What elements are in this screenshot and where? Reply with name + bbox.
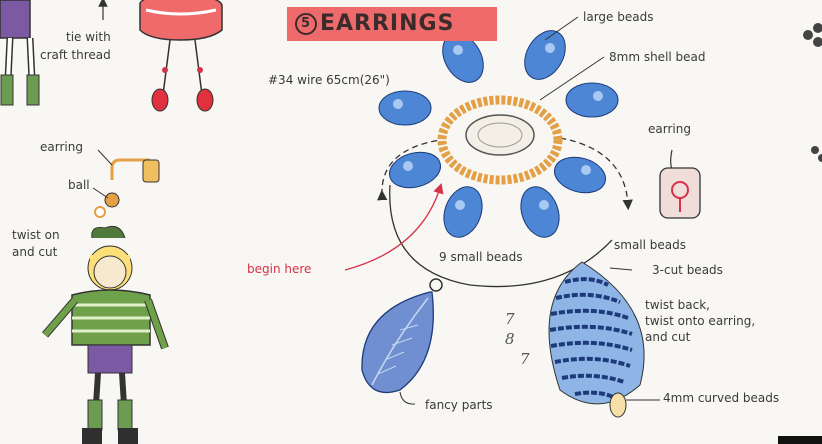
red-tassel-drawing xyxy=(140,0,222,111)
shell-bead xyxy=(466,115,534,155)
label-3-cut-beads: 3-cut beads xyxy=(652,263,723,277)
row-count-3: 7 xyxy=(520,350,530,368)
label-begin-here: begin here xyxy=(247,262,311,276)
label-shell-bead: 8mm shell bead xyxy=(609,50,706,64)
label-earring-left: earring xyxy=(40,140,83,154)
label-twist-onto: twist onto earring, xyxy=(645,314,755,328)
label-craft-thread: craft thread xyxy=(40,48,111,62)
label-earring-right: earring xyxy=(648,122,691,136)
label-and-cut-2: and cut xyxy=(645,330,690,344)
label-ball: ball xyxy=(68,178,90,192)
label-fancy-parts: fancy parts xyxy=(425,398,493,412)
row-count-2: 8 xyxy=(505,330,515,348)
label-twist-back: twist back, xyxy=(645,298,710,312)
label-tie-with: tie with xyxy=(66,30,111,44)
section-title: 5 EARRINGS xyxy=(287,7,497,41)
earring-ball-drawing xyxy=(93,150,159,217)
row-count-1: 7 xyxy=(505,310,515,328)
label-9-small-beads: 9 small beads xyxy=(439,250,522,264)
label-wire: #34 wire 65cm(26") xyxy=(268,73,390,87)
label-large-beads: large beads xyxy=(583,10,653,24)
doll-figure xyxy=(45,226,165,444)
fancy-leaf xyxy=(362,279,442,404)
label-curved-beads: 4mm curved beads xyxy=(663,391,779,405)
earring-right-drawing xyxy=(660,150,700,218)
corner-block xyxy=(778,436,822,444)
doll-legs-top xyxy=(0,0,39,105)
section-title-text: EARRINGS xyxy=(320,7,454,41)
right-edge-motifs xyxy=(803,23,822,162)
label-and-cut: and cut xyxy=(12,245,57,259)
beaded-dangle xyxy=(549,262,660,417)
label-twist-on: twist on xyxy=(12,228,60,242)
section-number: 5 xyxy=(295,13,317,35)
begin-here-arrow xyxy=(345,188,440,270)
label-small-beads: small beads xyxy=(614,238,686,252)
